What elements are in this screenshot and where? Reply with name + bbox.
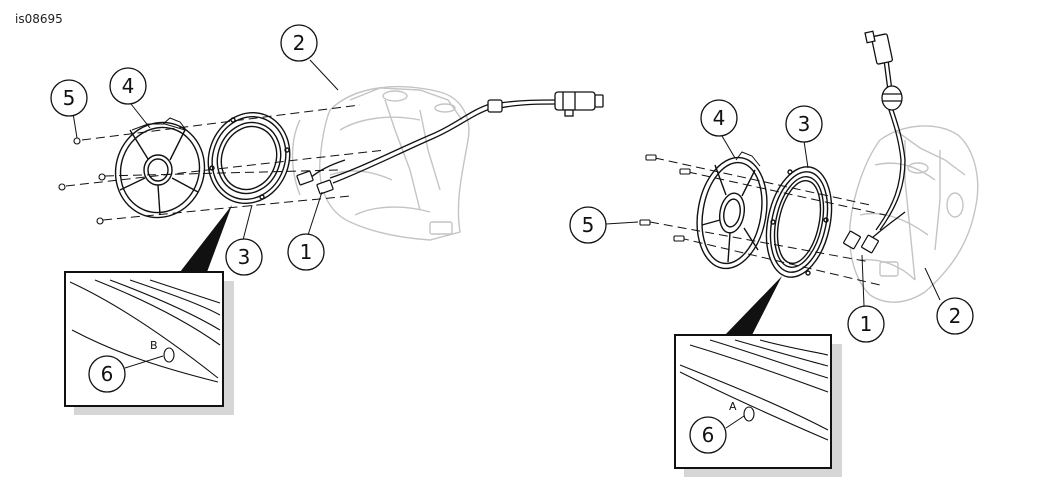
svg-text:4: 4	[122, 74, 135, 98]
left-wiring-harness	[309, 99, 556, 184]
left-screws	[58, 137, 106, 225]
left-fairing-housing	[291, 85, 470, 241]
svg-text:3: 3	[798, 112, 811, 136]
left-speaker-terminals	[296, 170, 334, 195]
right-callout-3: 3	[785, 105, 823, 143]
right-callout-1: 1	[847, 305, 885, 343]
figure-id: is08695	[15, 12, 63, 26]
left-callout-1: 1	[287, 233, 325, 271]
svg-text:5: 5	[582, 213, 595, 237]
right-detail-box: A	[674, 334, 842, 477]
svg-text:6: 6	[702, 423, 715, 447]
svg-text:2: 2	[293, 31, 306, 55]
svg-text:2: 2	[949, 304, 962, 328]
right-detail-callout-6: 6	[689, 416, 727, 454]
right-callout-4: 4	[700, 99, 738, 137]
svg-text:1: 1	[300, 240, 313, 264]
right-speaker-grille	[696, 151, 768, 270]
right-detail-pointer	[725, 276, 782, 335]
svg-text:3: 3	[238, 245, 251, 269]
left-callout-3: 3	[225, 238, 263, 276]
right-callout-2: 2	[936, 297, 974, 335]
left-harness-connector	[487, 91, 604, 117]
svg-text:1: 1	[860, 312, 873, 336]
right-speaker-terminals	[843, 230, 879, 254]
left-leader-lines	[72, 59, 339, 241]
left-detail-callout-6: 6	[88, 355, 126, 393]
right-detail-mark: A	[729, 400, 737, 413]
right-callout-5: 5	[569, 206, 607, 244]
right-screws	[639, 154, 691, 242]
left-detail-box: B	[64, 271, 234, 415]
left-speaker-grille	[114, 117, 206, 219]
right-view: A 4 3 5	[569, 30, 979, 477]
right-trim-ring	[765, 166, 833, 278]
right-fairing-housing	[848, 125, 979, 303]
left-detail-mark: B	[150, 339, 158, 352]
right-leader-lines	[605, 135, 941, 307]
left-callout-4: 4	[109, 67, 147, 105]
svg-text:5: 5	[63, 86, 76, 110]
left-assembly-lines	[65, 104, 386, 221]
left-view: B 5 4 2	[50, 24, 604, 415]
svg-text:6: 6	[101, 362, 114, 386]
right-harness-connector	[864, 30, 903, 111]
left-callout-5: 5	[50, 79, 88, 117]
left-detail-pointer	[180, 205, 232, 272]
svg-text:4: 4	[713, 106, 726, 130]
left-callout-2: 2	[280, 24, 318, 62]
left-trim-ring	[207, 111, 291, 205]
